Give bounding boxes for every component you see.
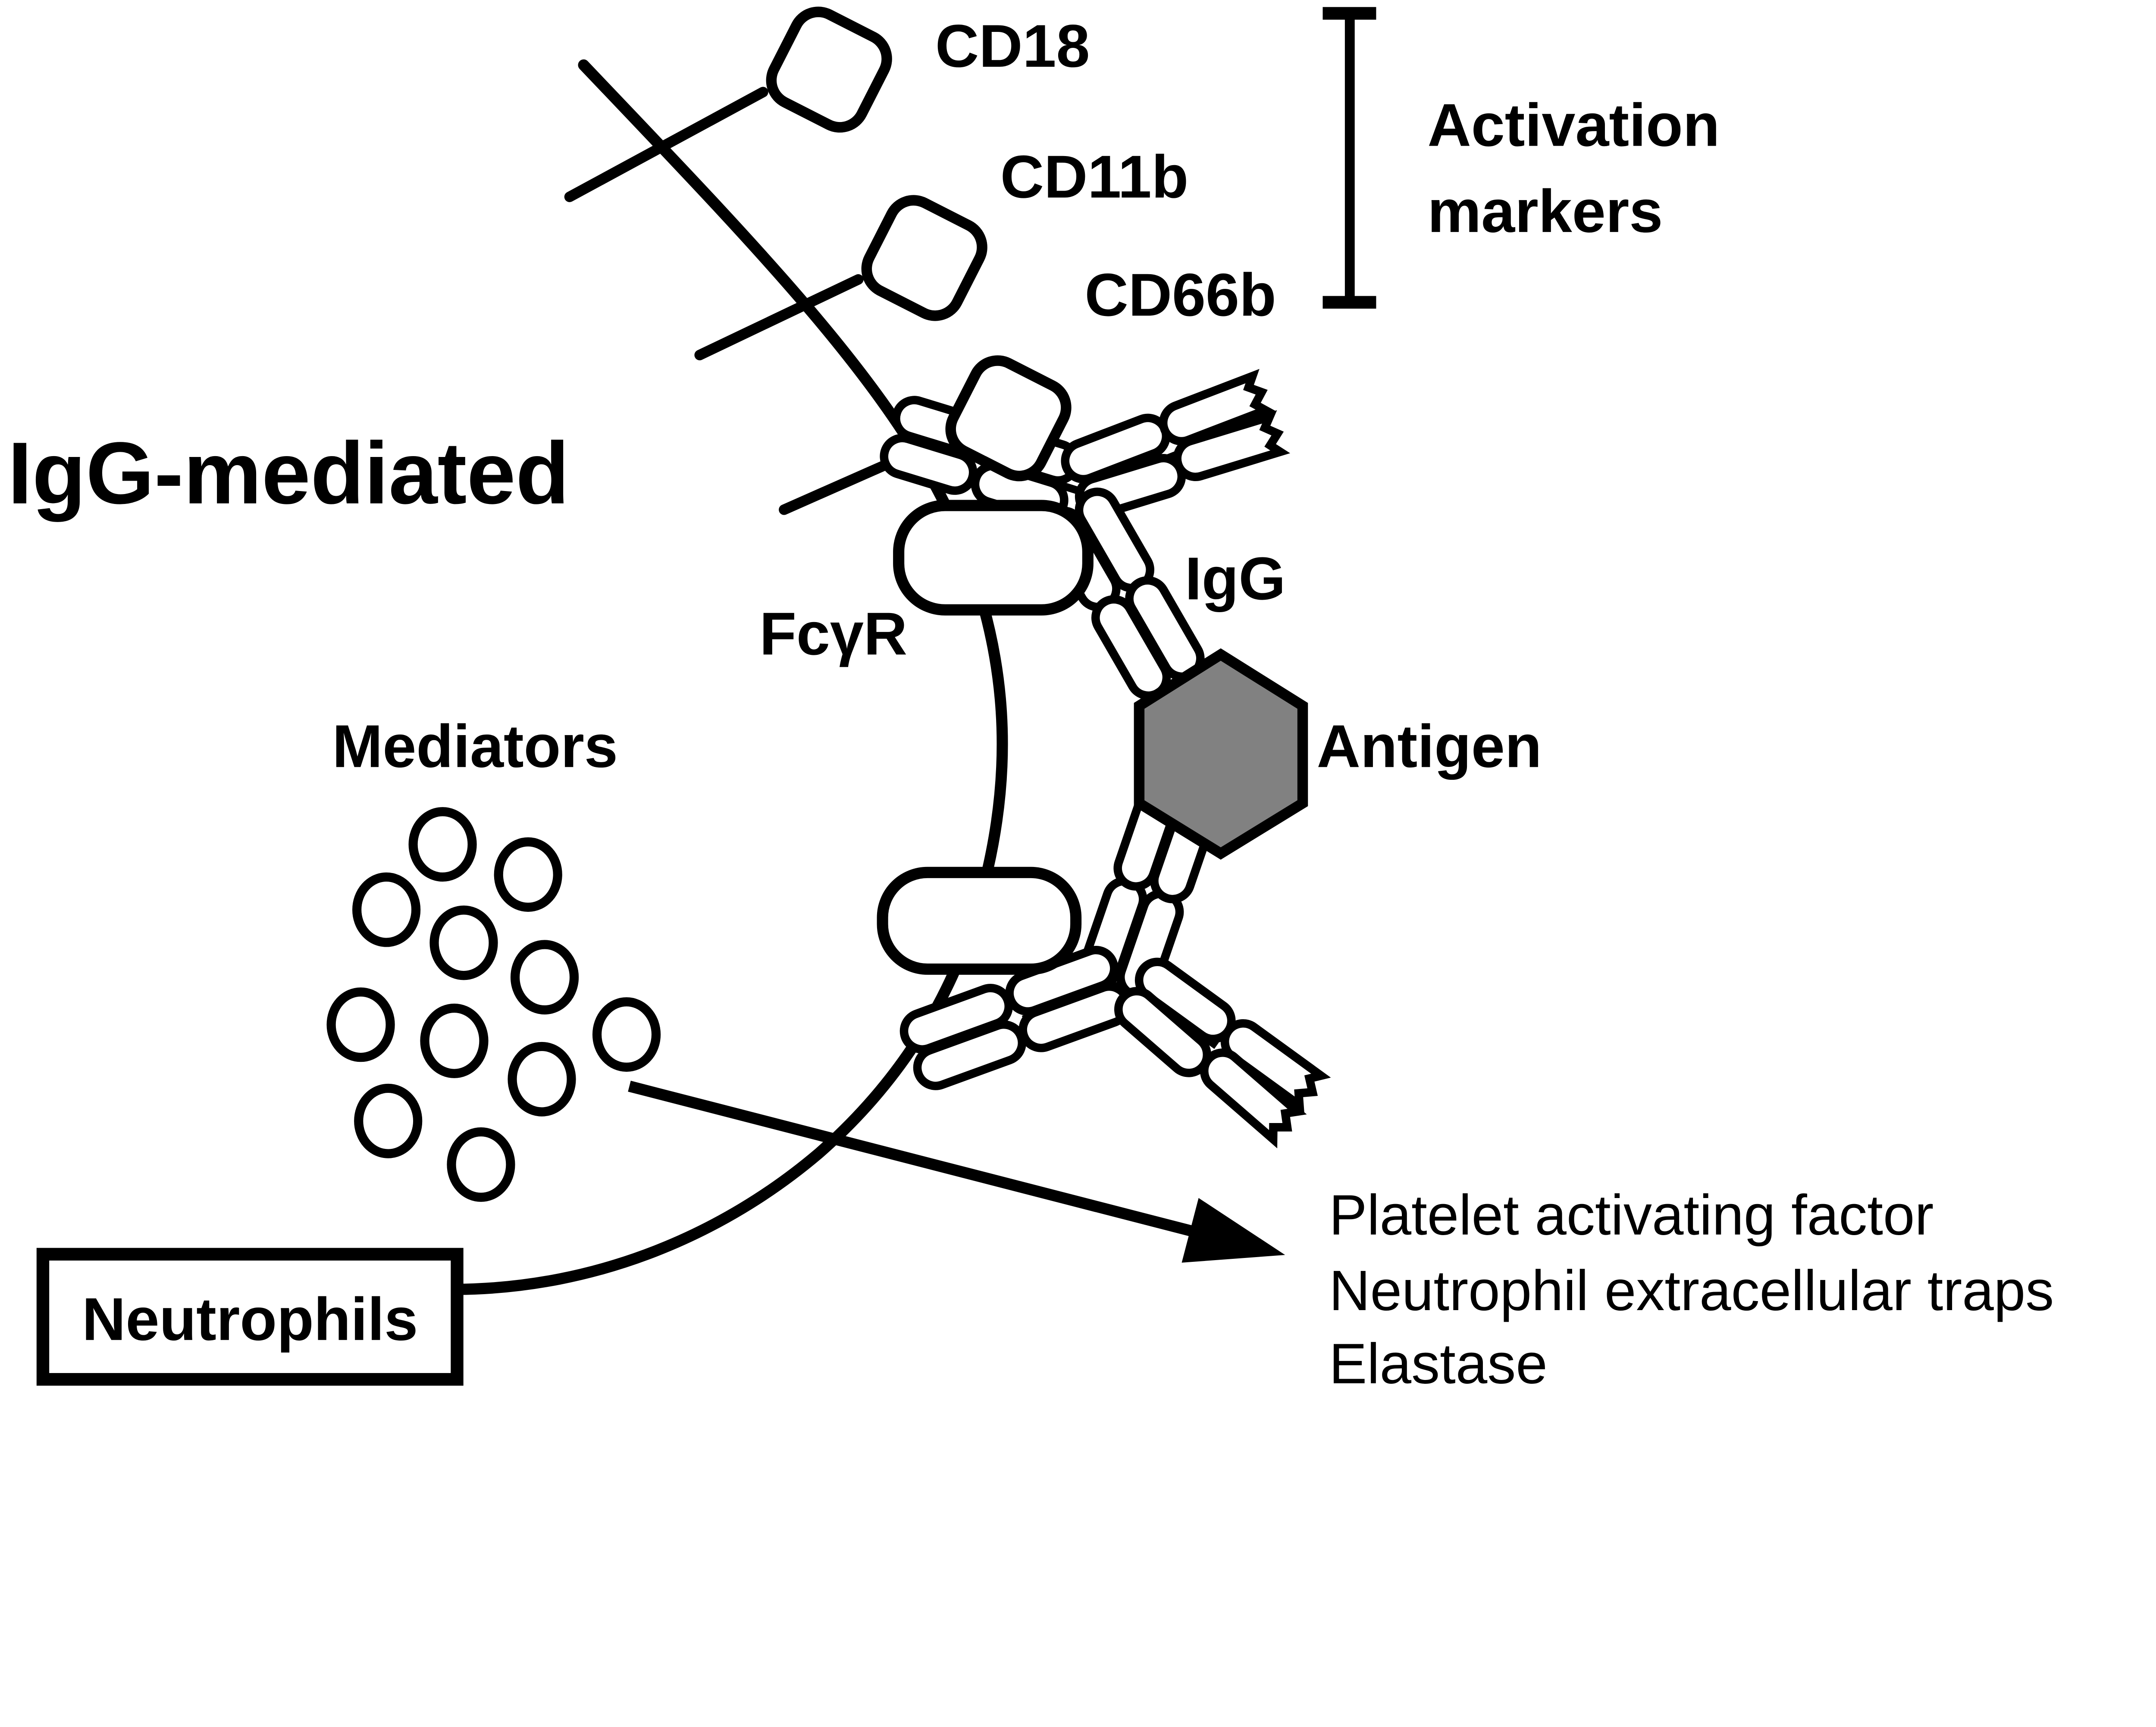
igg-mediated-diagram: Neutrophils IgG-mediated CD18 CD11b CD66… — [7, 6, 2054, 1395]
mediator-circles — [326, 807, 661, 1202]
bracket-line — [1344, 13, 1355, 303]
fcgr-receptor-lower — [877, 867, 1082, 975]
activation-markers-label-line2: markers — [1428, 177, 1663, 245]
bracket-bottom-cap — [1322, 296, 1376, 309]
mediator-circle — [326, 987, 395, 1062]
fcgr-receptor-upper — [893, 500, 1094, 616]
mediator-circle — [508, 1042, 576, 1117]
cd11b-stem — [694, 274, 864, 360]
activation-marker-paddles — [766, 6, 1072, 482]
cd66b-paddle — [945, 355, 1072, 482]
output-platelet-activating-factor: Platelet activating factor — [1329, 1183, 1934, 1247]
antigen-label: Antigen — [1317, 712, 1542, 780]
cd11b-label: CD11b — [1000, 143, 1188, 210]
output-neutrophil-extracellular-traps: Neutrophil extracellular traps — [1329, 1258, 2054, 1322]
igg-segment-ragged — [1200, 1048, 1307, 1148]
cd18-stem — [564, 87, 768, 202]
igg-label: IgG — [1185, 544, 1286, 612]
igg-segment — [880, 434, 978, 495]
mediator-circle — [447, 1127, 515, 1202]
antigen-hexagon — [1134, 648, 1308, 860]
activation-markers-label-line1: Activation — [1428, 91, 1720, 159]
arrowhead-icon — [1181, 1198, 1285, 1263]
cd11b-paddle — [861, 195, 987, 321]
mediator-circle — [429, 905, 498, 980]
fcgr-label: FcγR — [759, 600, 907, 667]
cell-membrane-curve — [451, 59, 1008, 1295]
mediator-circle — [408, 807, 477, 882]
mediators-label: Mediators — [332, 712, 618, 780]
output-elastase: Elastase — [1329, 1332, 1548, 1395]
mediator-arrow-line — [628, 1080, 1204, 1239]
cd18-label: CD18 — [935, 12, 1090, 80]
page-title: IgG-mediated — [8, 424, 569, 522]
mediator-circle — [352, 872, 421, 947]
neutrophils-box — [36, 1248, 464, 1386]
igg-segment-ragged — [1159, 369, 1276, 446]
cd18-paddle — [766, 6, 892, 133]
mediator-circle — [420, 1003, 489, 1078]
neutrophils-label: Neutrophils — [82, 1285, 418, 1353]
mediator-circle — [494, 837, 562, 912]
mediator-circle — [592, 997, 661, 1072]
igg-segment — [913, 1020, 1026, 1090]
activation-markers-bracket — [1322, 7, 1376, 309]
cd66b-label: CD66b — [1084, 261, 1276, 329]
mediator-circle — [510, 940, 579, 1015]
igg-segment-ragged — [1173, 410, 1291, 481]
mediator-circle — [354, 1083, 423, 1158]
